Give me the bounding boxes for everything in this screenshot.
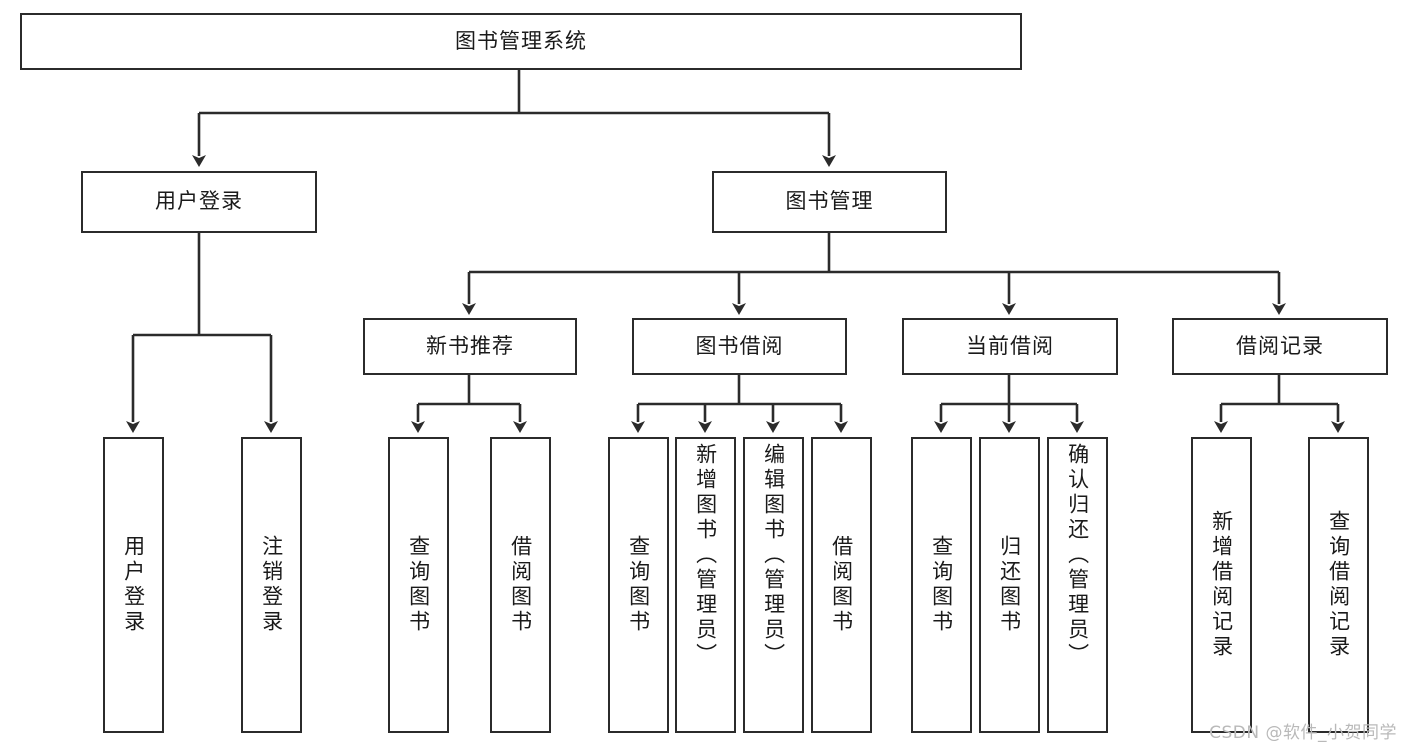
leaf-book-borrow-add-book-admin[interactable]: 新增图书（管理员） <box>675 437 736 733</box>
leaf-current-borrow-query-book[interactable]: 查询图书 <box>911 437 972 733</box>
leaf-current-borrow-return-book[interactable]: 归还图书 <box>979 437 1040 733</box>
leaf-book-borrow-borrow-book[interactable]: 借阅图书 <box>811 437 872 733</box>
leaf-new-book-query-book[interactable]: 查询图书 <box>388 437 449 733</box>
node-book-borrow[interactable]: 图书借阅 <box>632 318 847 375</box>
node-root-system[interactable]: 图书管理系统 <box>20 13 1022 70</box>
node-borrow-record[interactable]: 借阅记录 <box>1172 318 1388 375</box>
leaf-current-borrow-confirm-return-admin[interactable]: 确认归还（管理员） <box>1047 437 1108 733</box>
leaf-user-login-login[interactable]: 用户登录 <box>103 437 164 733</box>
leaf-new-book-borrow-book[interactable]: 借阅图书 <box>490 437 551 733</box>
node-current-borrow[interactable]: 当前借阅 <box>902 318 1118 375</box>
csdn-watermark: CSDN @软件_小贺同学 <box>1209 723 1397 743</box>
leaf-user-login-logout[interactable]: 注销登录 <box>241 437 302 733</box>
node-user-login[interactable]: 用户登录 <box>81 171 317 233</box>
node-book-management[interactable]: 图书管理 <box>712 171 947 233</box>
leaf-borrow-record-add-record[interactable]: 新增借阅记录 <box>1191 437 1252 733</box>
leaf-book-borrow-edit-book-admin[interactable]: 编辑图书（管理员） <box>743 437 804 733</box>
node-new-book-recommend[interactable]: 新书推荐 <box>363 318 577 375</box>
leaf-borrow-record-query-record[interactable]: 查询借阅记录 <box>1308 437 1369 733</box>
leaf-book-borrow-query-book[interactable]: 查询图书 <box>608 437 669 733</box>
